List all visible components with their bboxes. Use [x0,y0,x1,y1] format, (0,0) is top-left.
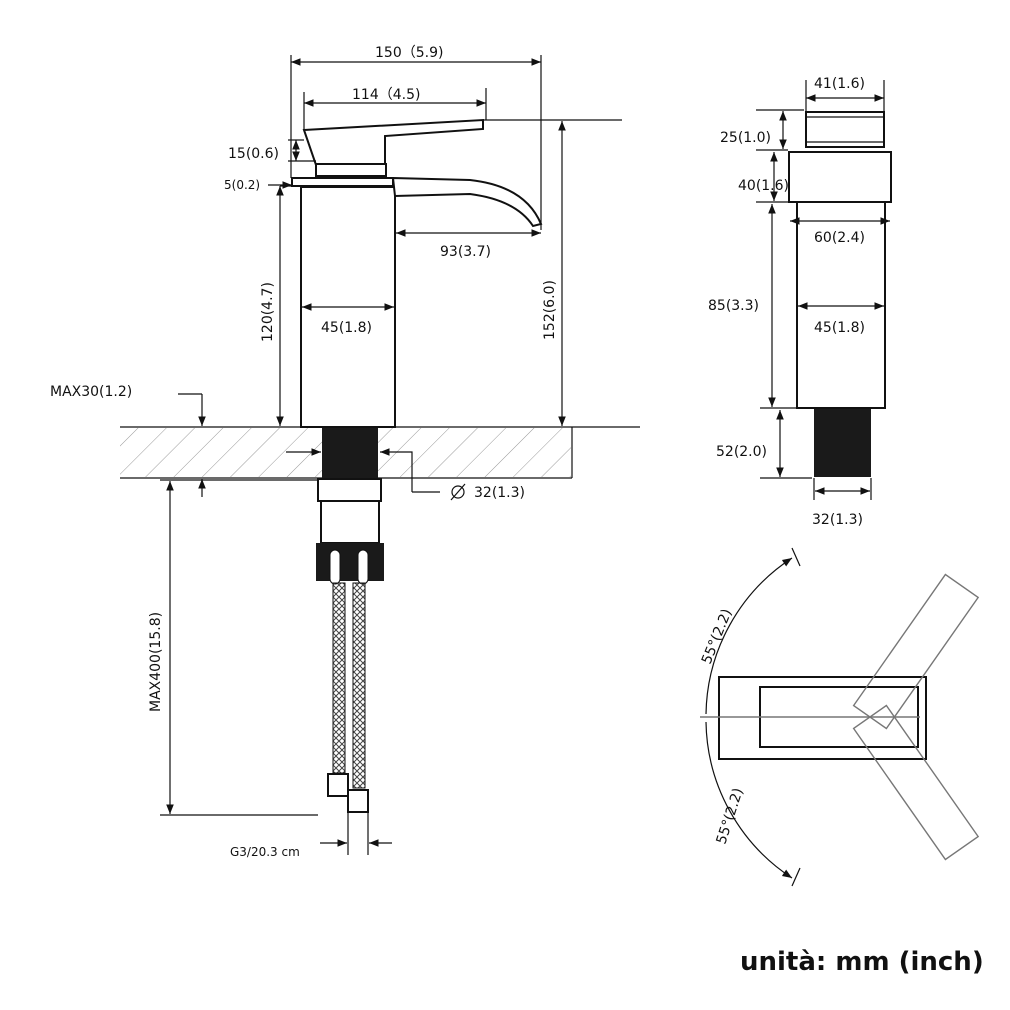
handle-rotated-down [852,704,980,861]
side-head-height-label: 40(1.6) [738,178,789,194]
side-handle-height-label: 25(1.0) [720,130,771,146]
side-body-height-label: 85(3.3) [708,298,759,314]
body-width-label: 45(1.8) [321,320,372,336]
plate-thickness-label: 5(0.2) [224,178,260,192]
body-height-label: 120(4.7) [260,282,276,342]
spout-reach-label: 93(3.7) [440,244,491,260]
under-counter-assembly [316,478,384,813]
hose-thread-label: G3/20.3 cm [230,845,300,859]
side-handle [805,111,885,148]
top-view: 55°(2.2) 55°(2.2) [699,547,980,887]
handle-rotated-up [852,573,980,730]
hole-diameter-label: 32(1.3) [474,485,525,501]
side-handle-width-label: 41(1.6) [814,76,865,92]
side-shank [814,409,871,477]
countertop [120,426,640,479]
total-height-label: 152(6.0) [542,280,558,340]
overall-length-label: 150（5.9) [375,45,443,61]
units-label: unità: mm (inch) [740,947,984,977]
rotation-lower-label: 55°(2.2) [714,786,747,846]
top-body-outline [718,676,927,760]
max-deck-thickness-label: MAX30(1.2) [50,384,132,400]
side-shank-diameter-label: 32(1.3) [812,512,863,528]
side-head [788,151,892,203]
side-body-width-label: 45(1.8) [814,320,865,336]
handle-height-label: 15(0.6) [228,146,279,162]
rotation-upper-label: 55°(2.2) [699,607,736,667]
hose-length-label: MAX400(15.8) [148,612,164,712]
faucet-body [291,118,622,428]
side-view: 41(1.6) 25(1.0) 40(1.6) 60(2.4) 85(3.3) … [708,76,892,528]
handle-length-label: 114（4.5) [352,87,420,103]
side-shank-length-label: 52(2.0) [716,444,767,460]
front-view: 150（5.9) 114（4.5) 15(0.6) 5(0.2) 93(3.7)… [50,45,640,859]
side-head-width-label: 60(2.4) [814,230,865,246]
